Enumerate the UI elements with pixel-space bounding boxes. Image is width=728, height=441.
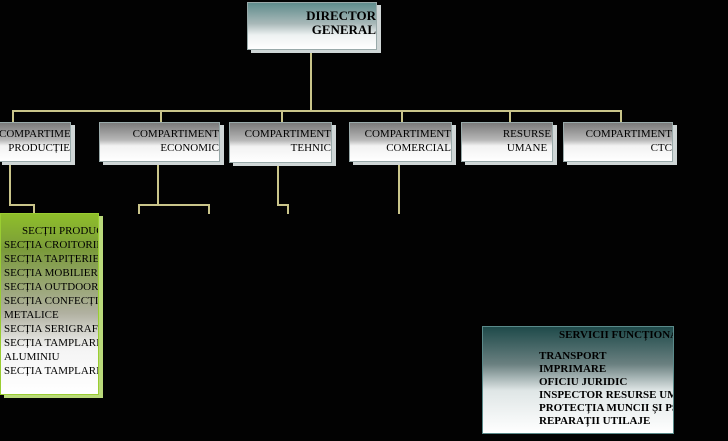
department-box: COMPARTIMENT CTC — [563, 122, 673, 162]
department-box: COMPARTIMENT PRODUCȚIE — [0, 122, 71, 162]
department-box: RESURSE UMANE — [461, 122, 553, 162]
connector — [160, 110, 162, 123]
department-title: RESURSE — [502, 128, 552, 140]
section-item: METALICE — [4, 309, 59, 321]
department-title: COMPARTIMENT — [585, 128, 672, 140]
department-title: COMPARTIMENT — [132, 128, 219, 140]
department-title: COMPARTIMENT — [0, 128, 71, 140]
service-item: PROTECȚIA MUNCII ȘI PSI — [539, 402, 674, 414]
section-item: SECȚIA SERIGRAFIE — [4, 323, 99, 335]
service-item: IMPRIMARE — [539, 363, 607, 375]
department-box: COMPARTIMENT COMERCIAL — [349, 122, 452, 162]
department-subtitle: PRODUCȚIE — [8, 142, 70, 154]
department-subtitle: CTC — [650, 142, 672, 154]
connector — [277, 162, 279, 204]
connector — [157, 162, 159, 204]
section-item: SECȚIA MOBILIER — [4, 267, 98, 279]
director-subtitle: GENERAL — [311, 22, 376, 37]
section-item: SECȚIA CROITORIE — [4, 239, 99, 251]
service-item: TRANSPORT — [539, 350, 607, 362]
section-item: SECȚIA CONFECȚII — [4, 295, 99, 307]
connector — [310, 50, 312, 112]
connector — [398, 162, 400, 214]
connector — [12, 110, 622, 112]
section-item: SECȚIA OUTDOOR — [4, 281, 99, 293]
service-item: OFICIU JURIDIC — [539, 376, 628, 388]
production-sections-title: SECȚII PRODUCȚIE — [22, 225, 98, 237]
connector — [509, 110, 511, 123]
connector — [9, 204, 35, 206]
department-box: COMPARTIMENT ECONOMIC — [99, 122, 220, 162]
connector — [287, 204, 289, 214]
director-title: DIRECTOR — [306, 8, 376, 23]
director-box: DIRECTOR GENERAL — [247, 2, 377, 50]
connector — [277, 204, 289, 206]
department-title: COMPARTIMENT — [244, 128, 331, 140]
functional-services-box: SERVICII FUNCȚIONALE TRANSPORT IMPRIMARE… — [482, 326, 674, 434]
connector — [620, 110, 622, 123]
service-item: REPARAȚII UTILAJE — [539, 415, 651, 427]
connector — [401, 110, 403, 123]
section-item: SECȚIA TAPIȚERIE — [4, 253, 99, 265]
department-box: COMPARTIMENT TEHNIC — [229, 122, 332, 163]
functional-services-title: SERVICII FUNCȚIONALE — [559, 329, 673, 341]
connector — [208, 204, 210, 214]
section-item: ALUMINIU — [4, 351, 60, 363]
connector — [12, 110, 14, 123]
connector — [281, 110, 283, 123]
connector — [9, 162, 11, 204]
department-subtitle: TEHNIC — [290, 142, 331, 154]
department-subtitle: COMERCIAL — [386, 142, 451, 154]
connector — [138, 204, 140, 214]
section-item: SECȚIA TAMPLARIE — [4, 337, 99, 349]
connector — [33, 204, 35, 214]
connector — [138, 204, 210, 206]
department-subtitle: UMANE — [506, 142, 548, 154]
department-subtitle: ECONOMIC — [160, 142, 219, 154]
section-item: SECȚIA TAMPLARIE — [4, 365, 99, 377]
department-title: COMPARTIMENT — [364, 128, 451, 140]
production-sections-box: SECȚII PRODUCȚIE SECȚIA CROITORIE SECȚIA… — [0, 213, 99, 395]
service-item: INSPECTOR RESURSE UMANE — [539, 389, 673, 401]
